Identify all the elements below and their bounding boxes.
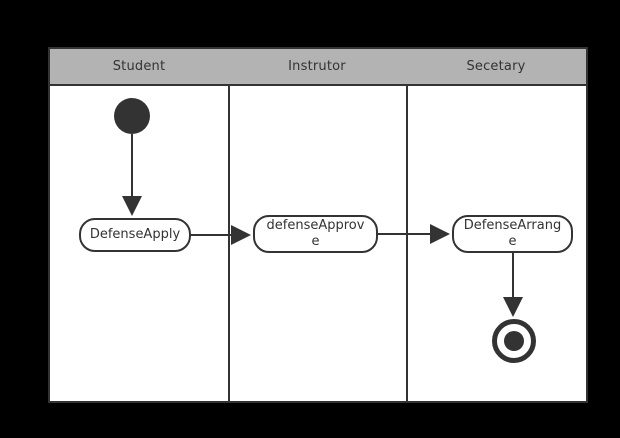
lane-title-secetary: Secetary bbox=[466, 59, 526, 74]
lane-header-row: Student Instrutor Secetary bbox=[50, 49, 586, 86]
activity-defense-arrange[interactable]: DefenseArrang e bbox=[452, 215, 573, 253]
lane-title-student: Student bbox=[112, 59, 166, 74]
activity-label-line2: e bbox=[508, 234, 517, 249]
activity-defense-approve[interactable]: defenseApprov e bbox=[253, 215, 378, 253]
final-node[interactable] bbox=[492, 319, 536, 363]
lane-divider-1 bbox=[228, 86, 230, 401]
final-node-dot bbox=[504, 331, 524, 351]
activity-label-line1: DefenseArrang bbox=[463, 218, 562, 233]
lane-divider-2 bbox=[406, 86, 408, 401]
lane-title-instrutor: Instrutor bbox=[288, 59, 346, 74]
swimlane-diagram: Student Instrutor Secetary DefenseApply … bbox=[48, 47, 588, 403]
initial-node[interactable] bbox=[114, 98, 150, 134]
activity-label-line1: defenseApprov bbox=[266, 218, 365, 233]
activity-defense-apply[interactable]: DefenseApply bbox=[79, 218, 191, 252]
activity-label: DefenseApply bbox=[89, 227, 181, 242]
activity-label-line2: e bbox=[311, 234, 320, 249]
